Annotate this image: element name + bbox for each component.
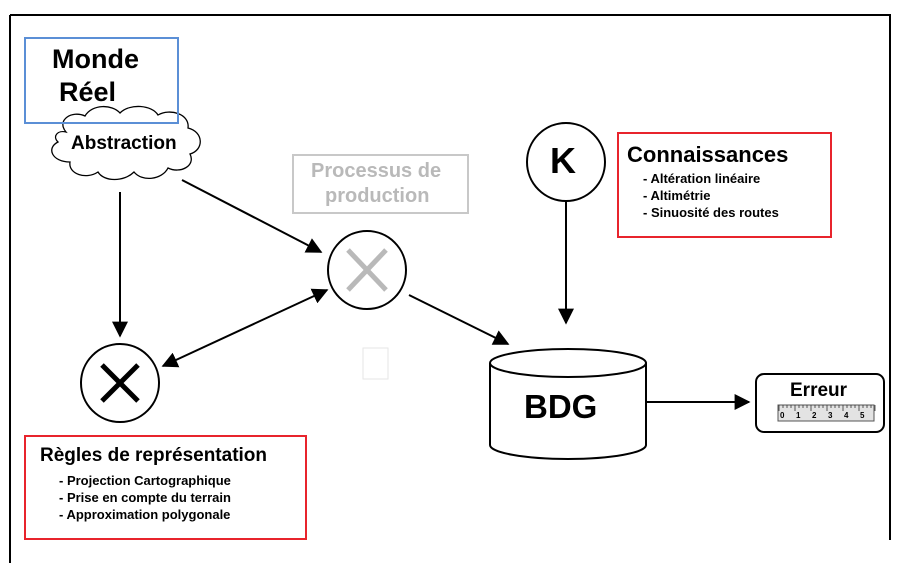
connaissances-box	[617, 132, 832, 238]
monde-reel-box	[24, 37, 179, 124]
connaissances-title: Connaissances	[627, 142, 789, 167]
ruler-tick-marks	[778, 405, 876, 411]
processus-box	[292, 154, 469, 214]
connaissances-item: - Altimétrie	[643, 188, 711, 203]
abstraction-cloud	[51, 105, 201, 181]
processus-line2: production	[325, 185, 430, 207]
ruler-numbers: 0 1 2 3 4 5	[778, 411, 874, 421]
bdg-label: BDG	[524, 388, 598, 425]
regles-item: - Prise en compte du terrain	[59, 490, 231, 505]
connaissances-item: - Altération linéaire	[643, 171, 761, 186]
ruler-number: 4	[844, 411, 849, 420]
ruler-number: 2	[812, 411, 817, 420]
regles-title: Règles de représentation	[40, 445, 268, 466]
arrow-regles-processus-bidirectional	[161, 288, 329, 368]
regles-item: - Approximation polygonale	[59, 507, 231, 522]
connaissances-item: - Sinuosité des routes	[643, 205, 779, 220]
k-circle	[526, 122, 606, 202]
regles-list: - Projection Cartographique - Prise en c…	[59, 472, 231, 523]
monde-reel-line2: Réel	[59, 77, 117, 107]
connaissances-list: - Altération linéaire - Altimétrie - Sin…	[643, 170, 779, 221]
processus-x-stroke-2	[346, 248, 388, 292]
regles-item: - Projection Cartographique	[59, 473, 231, 488]
processus-line1: Processus de	[311, 160, 442, 182]
ruler-number: 1	[796, 411, 801, 420]
arrow-processus-to-bdg	[408, 294, 510, 345]
ruler-icon	[777, 404, 875, 422]
placeholder-square	[362, 347, 389, 380]
regles-x-stroke-2	[100, 363, 140, 403]
bdg-cylinder-body	[489, 363, 647, 460]
abstraction-label: Abstraction	[71, 133, 177, 154]
ruler-number: 5	[860, 411, 865, 420]
monde-reel-line1: Monde	[52, 44, 139, 74]
bdg-cylinder-top	[489, 348, 647, 378]
regles-box	[24, 435, 307, 540]
ruler-number: 3	[828, 411, 833, 420]
arrow-abstraction-to-processus	[181, 179, 323, 253]
k-label: K	[550, 140, 576, 181]
erreur-label: Erreur	[790, 380, 848, 401]
ruler-number: 0	[780, 411, 785, 420]
